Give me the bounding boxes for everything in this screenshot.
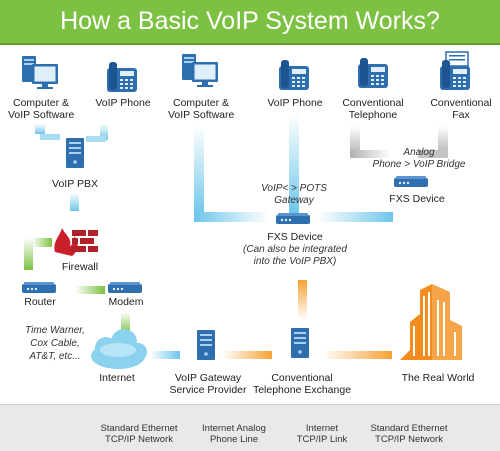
router-icon xyxy=(22,282,56,293)
header-banner: How a Basic VoIP System Works? xyxy=(0,0,500,45)
fxs-integration-note: (Can also be integrated into the VoIP PB… xyxy=(243,244,347,267)
computer-icon xyxy=(22,56,58,89)
green-internet-links xyxy=(24,238,130,334)
exchange-server-icon xyxy=(291,328,309,358)
gateway-note: VoIP< > POTS Gateway xyxy=(261,183,327,206)
voip-pbx-label: VoIP PBX xyxy=(52,178,98,190)
fxs-device-label: FXS Device xyxy=(267,231,323,243)
conventional-fax-label: Conventional Fax xyxy=(430,97,492,121)
modem-label: Modem xyxy=(108,296,144,308)
computer-label: Computer & VoIP Software xyxy=(8,97,75,121)
legend-label-ethernet: Standard Ethernet TCP/IP Network xyxy=(100,423,178,445)
firewall-label: Firewall xyxy=(61,261,99,273)
fxs-device-label: FXS Device xyxy=(389,193,445,205)
legend-bar xyxy=(0,404,500,451)
conventional-telephone-icon xyxy=(358,58,388,88)
fxs-device-icon xyxy=(276,213,310,224)
page-title: How a Basic VoIP System Works? xyxy=(60,7,440,35)
router-label: Router xyxy=(24,296,56,308)
internet-cloud-icon xyxy=(91,329,147,369)
orange-network-links xyxy=(222,280,392,359)
blue-network-links xyxy=(35,114,393,359)
analog-bridge-note: Analog Phone > VoIP Bridge xyxy=(372,147,466,170)
isp-list-note: Time Warner, Cox Cable, AT&T, etc... xyxy=(25,325,85,362)
computer-label: Computer & VoIP Software xyxy=(168,97,235,121)
voip-phone-label: VoIP Phone xyxy=(267,97,323,109)
computer-icon xyxy=(182,54,218,87)
internet-label: Internet xyxy=(99,372,135,384)
conventional-telephone-label: Conventional Telephone xyxy=(342,97,404,121)
voip-phone-icon xyxy=(279,60,309,90)
building-icon xyxy=(400,284,462,360)
voip-phone-icon xyxy=(107,62,137,92)
real-world-label: The Real World xyxy=(401,372,475,384)
legend-label-internet: Internet TCP/IP Link xyxy=(296,423,348,445)
voip-gateway-label: VoIP Gateway Service Provider xyxy=(169,372,247,396)
legend-label-analog: Internet Analog Phone Line xyxy=(202,423,266,445)
legend-label-ethernet-orange: Standard Ethernet TCP/IP Network xyxy=(370,423,448,445)
pbx-server-icon xyxy=(66,138,84,168)
gateway-server-icon xyxy=(197,330,215,360)
fax-icon xyxy=(440,51,470,90)
telephone-exchange-label: Conventional Telephone Exchange xyxy=(252,372,352,396)
firewall-icon xyxy=(54,228,98,256)
fxs-device-icon xyxy=(394,176,428,187)
modem-icon xyxy=(108,282,142,293)
voip-phone-label: VoIP Phone xyxy=(95,97,151,109)
gray-analog-links xyxy=(350,126,448,158)
